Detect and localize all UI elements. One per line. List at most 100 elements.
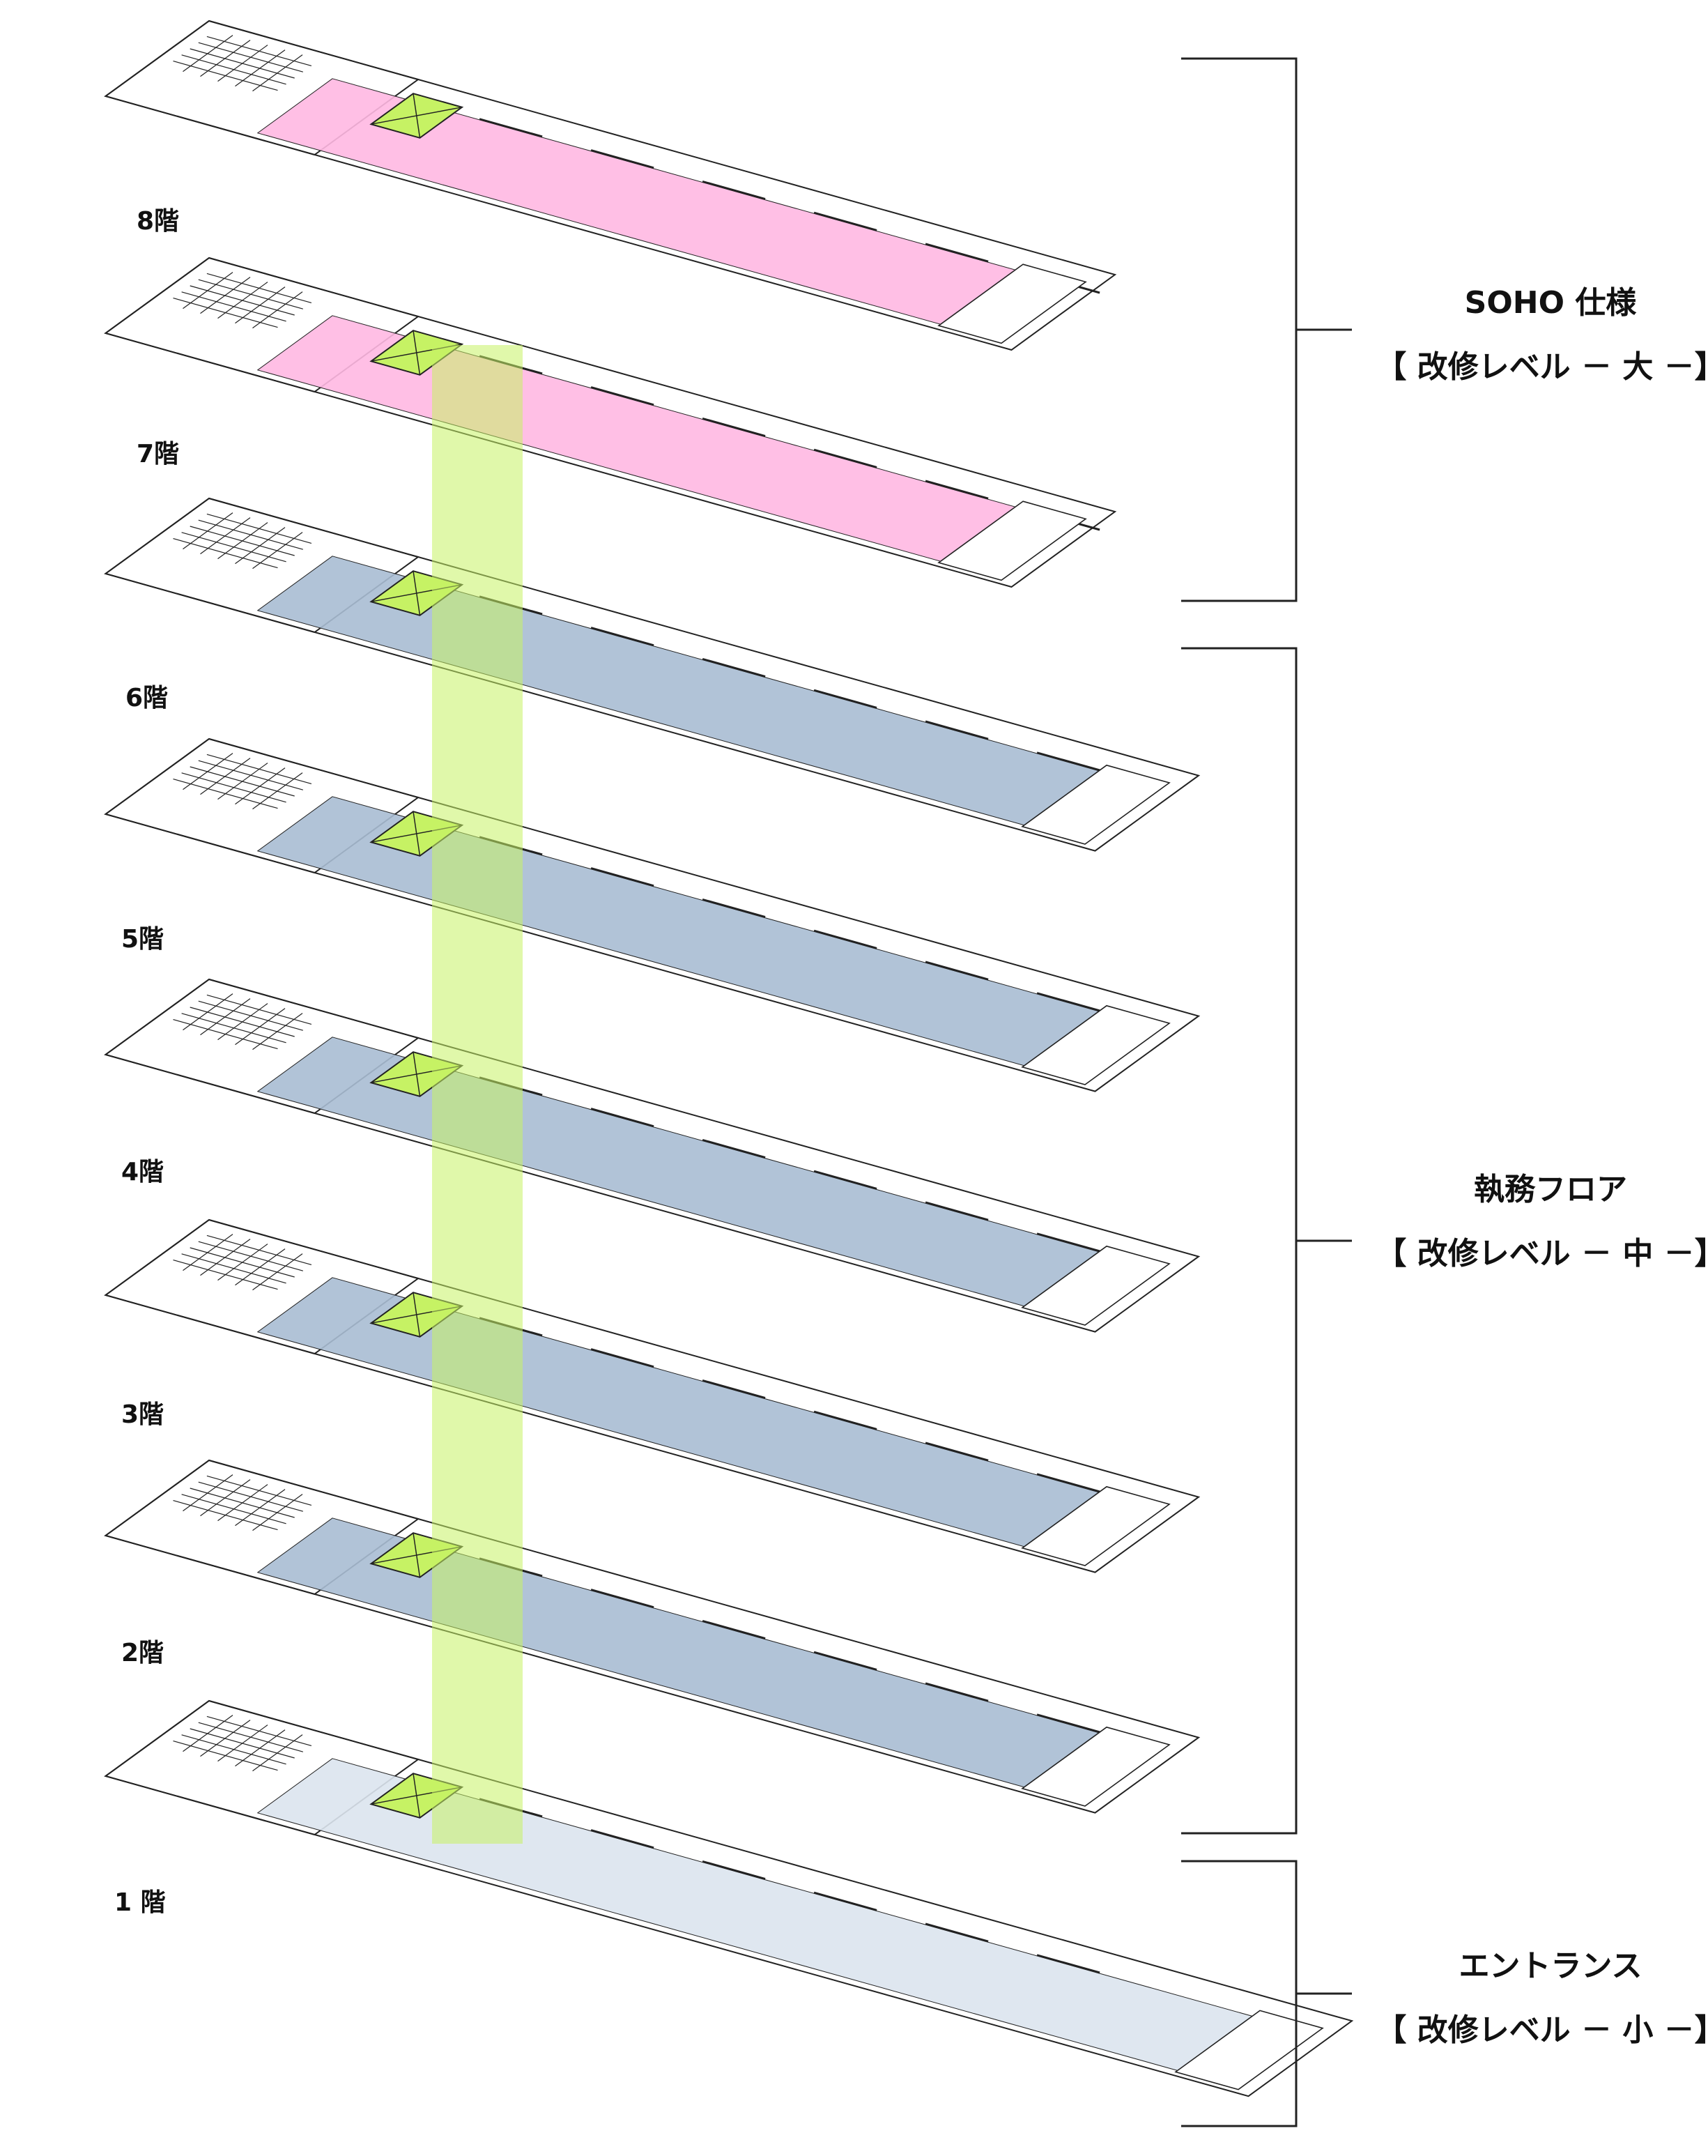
end-balcony (1021, 1485, 1171, 1566)
stair-line (190, 1247, 295, 1278)
floor-label-6: 6階 (125, 684, 169, 712)
window-sash (813, 1410, 877, 1430)
bracket-soho (1181, 57, 1298, 602)
stair-line (173, 298, 278, 328)
core-block (104, 737, 420, 874)
window-sash (1036, 1954, 1100, 1974)
window-sash (702, 417, 766, 438)
window-sash (702, 180, 766, 201)
core-block (104, 1218, 420, 1355)
window-sash (590, 1589, 654, 1609)
window-sash (813, 1891, 877, 1911)
floor-label-5: 5階 (121, 925, 164, 954)
window-sash (813, 211, 877, 231)
window-sash (1036, 1713, 1100, 1734)
core-block (104, 1459, 420, 1596)
end-balcony (1021, 1726, 1171, 1807)
stair-line (198, 1000, 303, 1031)
window-sash (590, 149, 654, 169)
window-sash (702, 1138, 766, 1159)
window-sash (925, 720, 989, 740)
elevator-cross (371, 107, 463, 125)
window-sash (813, 1170, 877, 1190)
stair-line (206, 513, 312, 544)
end-balcony (937, 263, 1087, 344)
stair-line (181, 1253, 286, 1284)
window-sash (590, 867, 654, 887)
window-sash (1036, 1232, 1100, 1253)
stair-line (173, 538, 278, 569)
group-level-office: 【 改修レベル － 中 －】 (1376, 1236, 1708, 1271)
stair-line (190, 285, 295, 316)
window-sash (702, 1860, 766, 1881)
floor-label-8: 8階 (137, 207, 180, 236)
window-sash (1036, 992, 1100, 1012)
stair-line (198, 42, 303, 72)
end-balcony (1021, 1004, 1171, 1085)
window-sash (813, 689, 877, 709)
stair-line (206, 994, 312, 1025)
window-sash (479, 118, 543, 138)
stair-line (198, 1481, 303, 1512)
window-sash (1036, 1473, 1100, 1493)
window-sash (590, 1108, 654, 1128)
window-sash (925, 243, 989, 263)
window-sash (590, 386, 654, 406)
floor-8-plan (104, 20, 1117, 351)
window-sash (702, 1379, 766, 1400)
stair-line (173, 1260, 278, 1290)
core-block (104, 257, 420, 393)
program-area-soho (256, 315, 1065, 576)
end-balcony (1174, 2010, 1324, 2090)
group-title-office: 執務フロア (1474, 1172, 1627, 1207)
window-sash (813, 1651, 877, 1671)
stair-line (190, 1488, 295, 1518)
stair-line (206, 1475, 312, 1506)
group-title-soho: SOHO 仕様 (1464, 285, 1637, 321)
stair-line (181, 772, 286, 803)
core-block (104, 20, 420, 156)
stair-line (206, 1234, 312, 1265)
stair-line (173, 779, 278, 809)
program-area-soho (256, 78, 1065, 339)
stair-line (198, 760, 303, 790)
stair-line (181, 1734, 286, 1765)
stair-line (198, 1722, 303, 1752)
window-sash (925, 480, 989, 500)
floor-label-4: 4階 (121, 1158, 164, 1186)
core-block (104, 497, 420, 634)
stair-line (181, 1013, 286, 1043)
stair-line (198, 1241, 303, 1271)
stair-line (173, 1741, 278, 1771)
floor-label-1: 1 階 (114, 1888, 166, 1917)
window-sash (590, 1829, 654, 1849)
core-block (104, 978, 420, 1115)
window-sash (813, 929, 877, 949)
group-level-entrance: 【 改修レベル － 小 －】 (1376, 2012, 1708, 2048)
stair-line (206, 36, 312, 66)
window-sash (925, 1201, 989, 1221)
stair-line (181, 532, 286, 563)
window-sash (925, 1922, 989, 1943)
stair-line (181, 291, 286, 322)
stair-line (181, 54, 286, 85)
bracket-office (1181, 647, 1298, 1835)
end-balcony (1021, 764, 1171, 845)
stair-line (173, 1500, 278, 1531)
group-title-entrance: エントランス (1459, 1948, 1642, 1984)
stair-line (198, 279, 303, 309)
window-sash (702, 1619, 766, 1640)
group-level-soho: 【 改修レベル － 大 －】 (1376, 349, 1708, 385)
window-sash (925, 1442, 989, 1462)
end-balcony (1021, 1245, 1171, 1326)
stair-line (206, 1715, 312, 1746)
stair-line (173, 61, 278, 91)
stair-line (173, 1019, 278, 1050)
stair-line (198, 519, 303, 550)
window-sash (1036, 751, 1100, 772)
window-sash (702, 657, 766, 678)
elevator-shaft-band (432, 345, 523, 1844)
window-sash (590, 1348, 654, 1368)
stair-line (206, 273, 312, 303)
core-block (104, 1699, 420, 1836)
